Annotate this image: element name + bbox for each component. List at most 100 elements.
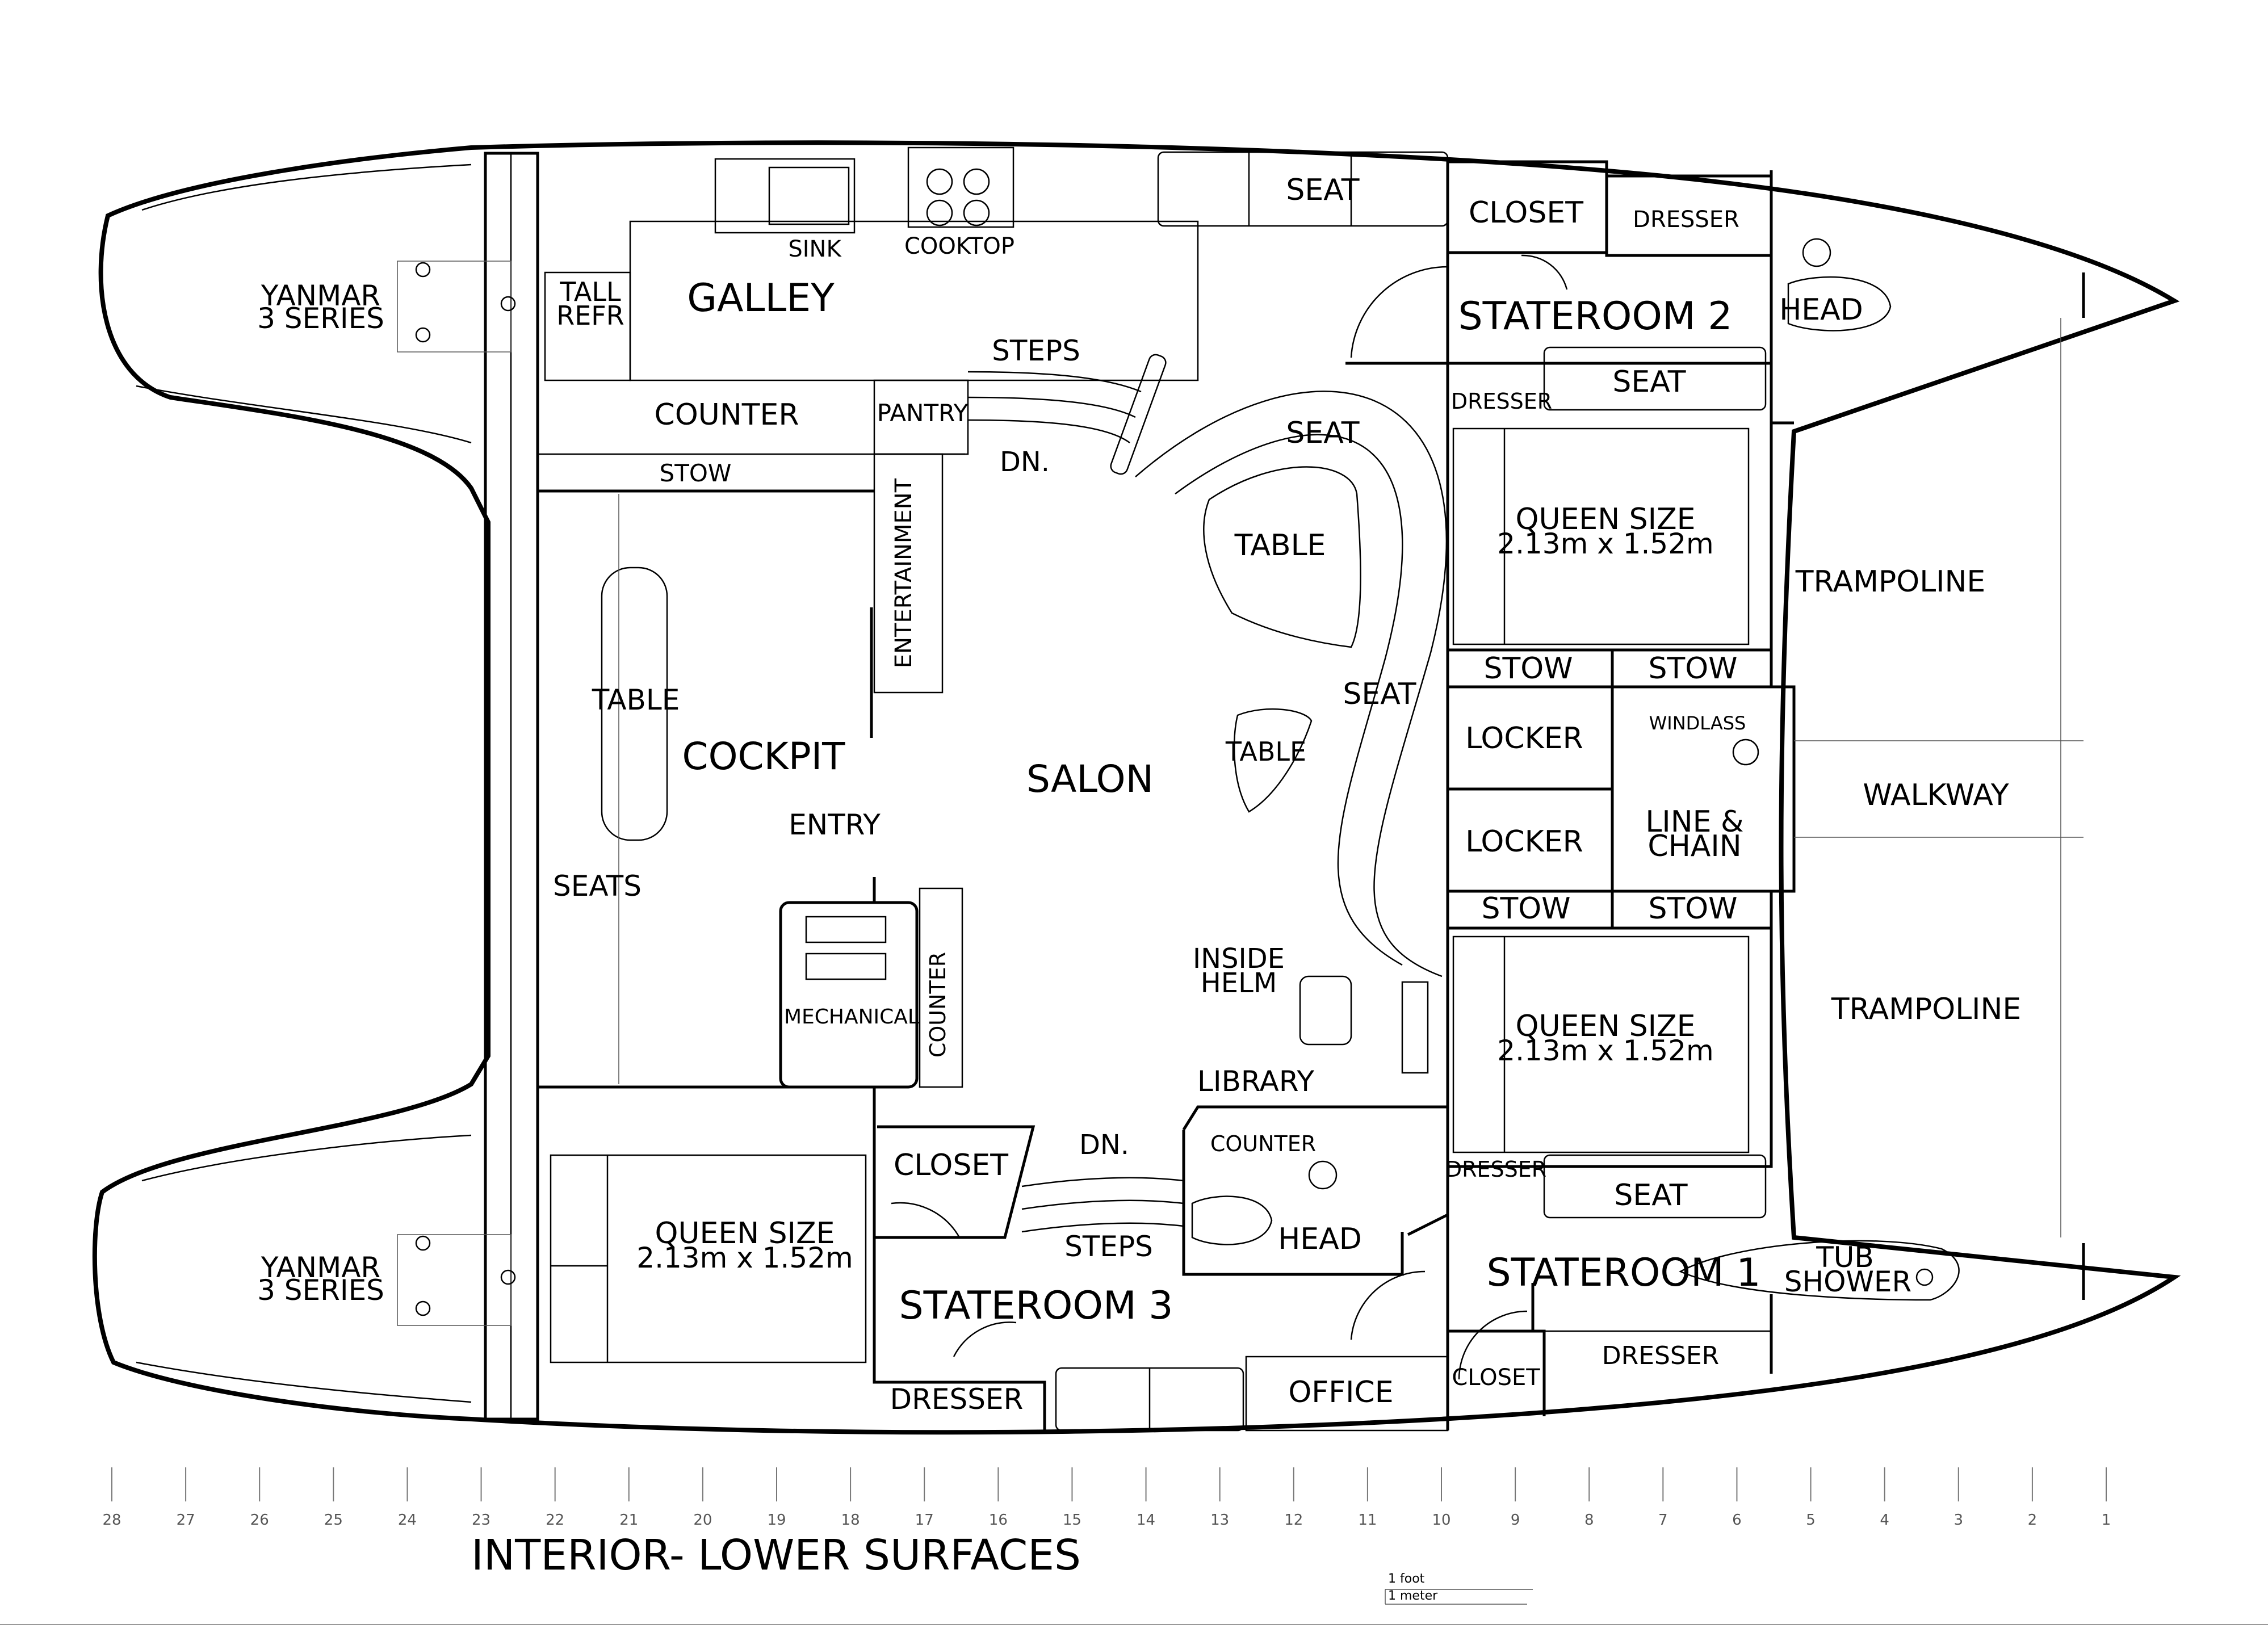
closet-s3-label: CLOSET [894, 1148, 1008, 1182]
galley-label: GALLEY [687, 276, 835, 321]
cooktop-unit [907, 146, 1014, 228]
ruler-tick-label: 11 [1358, 1512, 1377, 1529]
stateroom1-wall [1407, 1212, 1773, 1422]
stateroom-3-label: STATEROOM 3 [899, 1283, 1173, 1328]
door-head [1350, 1270, 1426, 1340]
trampoline-top-label: TRAMPOLINE [1795, 565, 1986, 599]
sink-label: SINK [788, 236, 842, 262]
seat-s1-label: SEAT [1614, 1178, 1687, 1212]
queen-s3-size: 2.13m x 1.52m [636, 1241, 853, 1274]
steps-bottom [1021, 1177, 1184, 1233]
burner [926, 168, 953, 195]
engine-label-top-2: 3 SERIES [257, 302, 384, 335]
dresser-s1-label: DRESSER [1602, 1341, 1720, 1370]
ruler-tick-label: 10 [1432, 1512, 1450, 1529]
ruler-tick-label: 25 [324, 1512, 343, 1529]
ruler-tick-label: 4 [1880, 1512, 1889, 1529]
tall-refr-label-2: REFR [556, 300, 624, 331]
counter-head-label: COUNTER [1210, 1131, 1316, 1156]
queen-bed-s1 [1452, 935, 1750, 1153]
stateroom3-wall [538, 1085, 1046, 1433]
queen-s1-label: QUEEN SIZE [1516, 1009, 1696, 1043]
seat-s1 [1543, 1154, 1767, 1219]
steps-top [967, 371, 1142, 444]
counter-galley-label: COUNTER [655, 398, 799, 432]
ruler-tick-label: 3 [1954, 1512, 1964, 1529]
ruler-tick-label: 28 [102, 1512, 121, 1529]
office-label: OFFICE [1288, 1375, 1393, 1409]
queen-s2-size: 2.13m x 1.52m [1497, 527, 1713, 560]
cockpit-table [601, 567, 668, 841]
tall-refr-label: TALL [559, 276, 621, 307]
entertainment-unit [873, 453, 944, 694]
walkway-label: WALKWAY [1863, 778, 2009, 812]
head-sink-s3 [1308, 1160, 1338, 1190]
scale-foot-label: 1 foot [1388, 1572, 1425, 1586]
burner [963, 199, 990, 226]
engine-label-top: YANMAR [261, 279, 380, 312]
cockpit-label: COCKPIT [682, 735, 846, 778]
scale-legend: 1 foot 1 meter [1385, 1572, 1533, 1605]
ruler-tick-label: 1 [2102, 1512, 2111, 1529]
ruler-tick-label: 8 [1584, 1512, 1594, 1529]
counter-mech-box [919, 887, 963, 1088]
head-sink-s2 [1802, 238, 1831, 267]
stateroom-2-label: STATEROOM 2 [1458, 294, 1732, 339]
helm-console [1401, 981, 1429, 1074]
dresser-s3-label: DRESSER [890, 1383, 1024, 1416]
scale-meter-label: 1 meter [1388, 1589, 1438, 1603]
inside-helm-label-2: HELM [1201, 967, 1277, 999]
stow-a-label: STOW [1483, 652, 1573, 686]
seat-top-label: SEAT [1286, 173, 1359, 207]
locker-a-label: LOCKER [1465, 721, 1583, 756]
ruler-tick-label: 13 [1210, 1512, 1229, 1529]
drawing-title: INTERIOR- LOWER SURFACES [471, 1531, 1081, 1580]
stateroom-1-label: STATEROOM 1 [1486, 1251, 1760, 1295]
stow-d-label: STOW [1648, 892, 1737, 926]
hull-inner-top [136, 163, 472, 444]
dresser-s2b-label: DRESSER [1451, 389, 1552, 414]
toilet-s2 [1787, 276, 1892, 332]
pantry-label: PANTRY [877, 399, 969, 427]
ruler-tick-label: 9 [1511, 1512, 1520, 1529]
salon-table [1203, 466, 1361, 648]
ruler-tick-label: 23 [472, 1512, 491, 1529]
seat-salon-mid-label: SEAT [1343, 677, 1416, 711]
queen-bed-s3 [550, 1154, 867, 1363]
cooktop-label: COOKTOP [904, 233, 1014, 259]
seat-s2 [1543, 346, 1767, 411]
dresser-s1b-label: DRESSER [1445, 1157, 1546, 1182]
ruler-tick-label: 16 [989, 1512, 1008, 1529]
ruler-tick-label: 7 [1658, 1512, 1668, 1529]
ruler-tick-label: 14 [1137, 1512, 1155, 1529]
dn-bottom-label: DN. [1079, 1129, 1129, 1161]
table-small-label: TABLE [1225, 736, 1306, 767]
hull-inner-bottom [136, 1134, 472, 1403]
windlass-icon [1732, 739, 1759, 766]
queen-s3-label: QUEEN SIZE [655, 1216, 835, 1251]
ruler-tick-label: 17 [915, 1512, 934, 1529]
ruler-tick-label: 27 [177, 1512, 195, 1529]
ruler-tick-label: 26 [250, 1512, 269, 1529]
engine-top [397, 261, 516, 353]
queen-s2-label: QUEEN SIZE [1516, 502, 1696, 536]
seat-salon-top-label: SEAT [1286, 416, 1359, 450]
salon-label: SALON [1026, 757, 1154, 801]
closet-s1-label: CLOSET [1452, 1365, 1540, 1391]
ruler-tick-label: 21 [619, 1512, 638, 1529]
trampoline-bottom-label: TRAMPOLINE [1831, 992, 2022, 1026]
queen-bed-s2 [1452, 427, 1750, 645]
library-label: LIBRARY [1197, 1065, 1314, 1098]
ruler-tick-label: 18 [841, 1512, 860, 1529]
entertainment-label: ENTERTAINMENT [891, 478, 917, 668]
engine-label-bottom-2: 3 SERIES [257, 1274, 384, 1307]
door-s3b [953, 1321, 1017, 1357]
line-chain-label: LINE & [1645, 805, 1743, 839]
mechanical-room [779, 901, 919, 1089]
table-salon-label: TABLE [1234, 528, 1326, 563]
seat-s2-label: SEAT [1612, 365, 1686, 399]
salon-settee-inner [1175, 434, 1403, 966]
mechanical-label: MECHANICAL [784, 1005, 919, 1029]
hull-outline [92, 140, 2181, 1435]
